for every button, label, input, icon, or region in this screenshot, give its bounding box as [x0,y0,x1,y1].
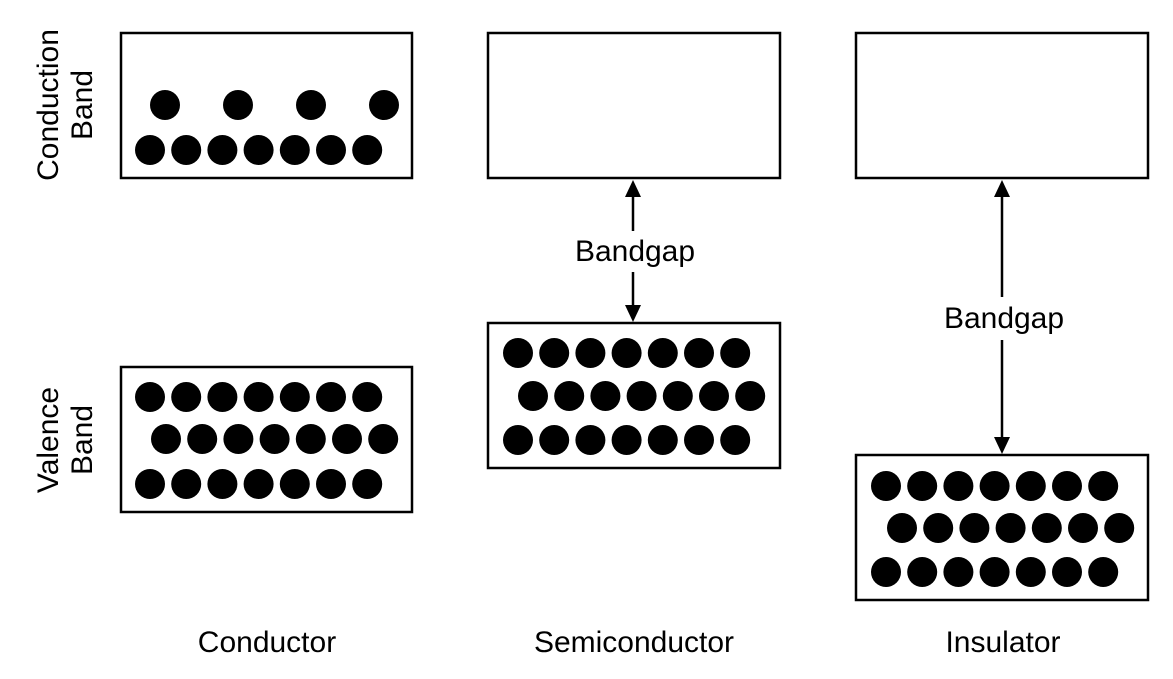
electron [352,135,383,165]
electron [684,338,714,368]
electron [943,471,974,501]
electron [503,425,533,455]
electron [959,513,990,543]
electron [871,471,901,501]
electron [207,135,238,165]
electron [352,382,383,412]
electron [135,135,165,165]
electron [647,338,678,368]
electron [279,382,310,412]
electron [1068,513,1098,543]
electron [1088,557,1119,587]
electron [611,425,642,455]
electron [626,381,657,411]
electron [503,338,533,368]
electron [1104,513,1135,543]
electron [171,469,202,499]
valence-band-label-line2: Band [66,405,99,475]
electron [279,469,310,499]
valence-band-axis-label: Valence Band [32,387,99,493]
electron [720,338,751,368]
semiconductor-conduction-band [486,31,782,180]
conductor-label: Conductor [198,626,336,659]
insulator-valence-electrons [871,471,1135,587]
electron [243,469,274,499]
electron [871,557,901,587]
electron [151,424,181,454]
electron [590,381,621,411]
conduction-band-axis-label: Conduction Band [32,29,99,181]
electron [223,90,253,120]
semiconductor-valence-electrons [503,338,766,455]
insulator-conduction-band [854,31,1150,180]
electron [316,469,346,499]
electron [296,90,326,120]
insulator-bandgap-label: Bandgap [944,302,1064,335]
conductor-valence-electrons [135,382,399,499]
semiconductor-column: Bandgap Semiconductor [486,31,782,659]
electron [647,425,678,455]
electron [223,424,254,454]
electron [135,382,165,412]
electron [979,557,1010,587]
insulator-bandgap-arrow-down [994,437,1010,454]
electron [575,338,606,368]
electron [995,513,1026,543]
electron [1052,557,1082,587]
electron [518,381,548,411]
electron [907,557,938,587]
electron [907,471,938,501]
electron [368,424,399,454]
electron [352,469,383,499]
electron [1015,471,1046,501]
electron [316,135,346,165]
electron [887,513,917,543]
conduction-band-label-line1: Conduction [32,29,65,181]
electron [923,513,954,543]
electron [662,381,693,411]
semiconductor-label: Semiconductor [534,626,734,659]
electron [187,424,218,454]
semiconductor-bandgap-arrow-down [625,305,641,322]
electron [171,382,202,412]
insulator-column: Bandgap Insulator [854,31,1150,659]
electron [979,471,1010,501]
conductor-column: Conductor [119,31,414,659]
electron [135,469,165,499]
electron [243,382,274,412]
electron [295,424,326,454]
electron [684,425,714,455]
electron [171,135,202,165]
electron [1088,471,1119,501]
insulator-label: Insulator [945,626,1060,659]
electron [1031,513,1062,543]
electron [243,135,274,165]
electron [735,381,766,411]
electron [539,425,570,455]
electron [943,557,974,587]
electron [150,90,180,120]
electron [575,425,606,455]
electron [316,382,346,412]
electron [1052,471,1082,501]
electron [554,381,585,411]
electron [279,135,310,165]
electron [611,338,642,368]
conductor-conduction-electrons [135,90,399,165]
electron [369,90,399,120]
electron [332,424,362,454]
electron [539,338,570,368]
semiconductor-bandgap-label: Bandgap [575,235,695,268]
conduction-band-label-line2: Band [66,70,99,140]
valence-band-label-line1: Valence [32,387,65,493]
insulator-bandgap-arrow-up [994,180,1010,197]
electron [207,469,238,499]
semiconductor-bandgap-arrow-up [625,180,641,197]
electron [207,382,238,412]
electron [720,425,751,455]
electron [259,424,290,454]
electron [1015,557,1046,587]
electron [699,381,729,411]
